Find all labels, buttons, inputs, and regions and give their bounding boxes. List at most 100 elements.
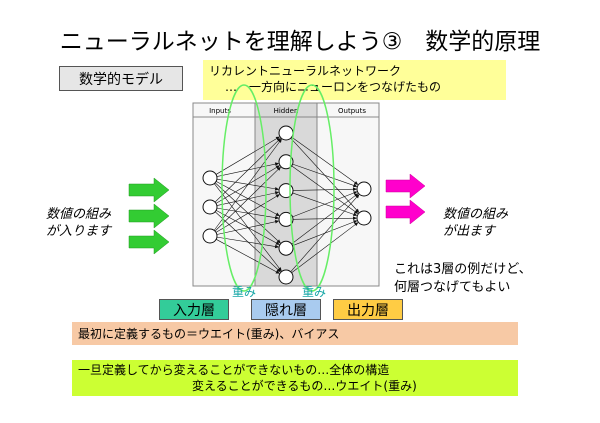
column-outputs-bg xyxy=(317,103,379,286)
network-edge-arrowhead xyxy=(275,270,280,274)
network-edge-arrowhead xyxy=(354,193,359,198)
output-node xyxy=(356,210,372,226)
network-edge xyxy=(215,137,279,175)
weight-ellipse-1 xyxy=(221,84,267,292)
output-description: 数値の組み が出ます xyxy=(443,207,509,239)
network-edge-arrowhead xyxy=(354,181,359,185)
network-edge xyxy=(216,178,278,190)
weight-ellipse-2 xyxy=(289,84,335,292)
network-edge xyxy=(291,194,358,245)
network-edges xyxy=(213,136,360,274)
definition-bar: 最初に定義するもの＝ウエイト(重み)、バイアス xyxy=(72,322,518,345)
network-edge xyxy=(291,136,357,184)
network-edge-arrowhead xyxy=(275,194,280,198)
network-edge xyxy=(216,210,279,245)
output-arrow-2 xyxy=(385,199,426,225)
model-label-box: 数学的モデル xyxy=(59,66,183,91)
network-edge xyxy=(216,236,278,248)
network-edge-arrowhead xyxy=(276,166,281,171)
example-note: これは3層の例だけど、 何層つなげてもよい xyxy=(394,262,532,295)
network-edge xyxy=(216,239,279,273)
hidden-node xyxy=(278,269,294,285)
column-header-inputs: Inputs xyxy=(209,107,231,115)
network-edge xyxy=(216,163,278,177)
output-node xyxy=(356,181,372,197)
network-edge-arrowhead xyxy=(353,220,358,224)
network-edge xyxy=(213,140,281,231)
note-line-2: … 一方向にニューロンをつなげたもの xyxy=(225,80,442,94)
input-node xyxy=(202,228,218,244)
network-edge xyxy=(216,207,278,219)
network-edge xyxy=(214,139,280,203)
network-edge-arrowhead xyxy=(275,136,280,141)
network-edge xyxy=(292,217,356,220)
column-header-outputs: Outputs xyxy=(338,107,366,115)
weight-label-1: 重み xyxy=(232,285,257,299)
hidden-node xyxy=(278,211,294,227)
network-edge xyxy=(214,211,280,272)
network-edge-arrowhead xyxy=(354,210,359,214)
structure-bar: 一旦定義してから変えることができないもの…全体の構造 変えることができるもの…ウ… xyxy=(72,360,518,396)
network-edge-arrowhead xyxy=(354,222,359,227)
hidden-node xyxy=(278,125,294,141)
hidden-layer-label: 隠れ層 xyxy=(251,299,321,320)
page-title: ニューラルネットを理解しよう③ 数学的原理 xyxy=(59,29,541,55)
network-edge-arrowhead xyxy=(275,165,280,169)
network-edge-arrowhead xyxy=(276,268,281,273)
network-edge xyxy=(292,220,356,246)
network-edge xyxy=(290,137,359,212)
output-arrow-1 xyxy=(385,173,426,199)
network-edge-arrowhead xyxy=(355,194,360,199)
network-edge-arrowhead xyxy=(355,208,360,213)
input-arrow-1 xyxy=(128,177,170,203)
network-edge-arrowhead xyxy=(274,191,280,195)
network-edge-arrowhead xyxy=(353,183,358,188)
network-edge xyxy=(291,223,358,274)
network-edge-arrowhead xyxy=(275,212,280,217)
network-edge-arrowhead xyxy=(353,212,358,217)
network-nodes xyxy=(202,125,372,285)
input-node xyxy=(202,199,218,215)
network-edge-arrowhead xyxy=(277,267,282,272)
network-edge-arrowhead xyxy=(352,187,358,192)
network-edge xyxy=(216,221,278,235)
network-edge xyxy=(214,182,280,243)
input-arrow-2 xyxy=(128,203,170,229)
structure-line-2: 変えることができるもの…ウエイト(重み) xyxy=(192,379,417,393)
network-edge xyxy=(215,194,279,233)
hidden-node xyxy=(278,183,294,199)
network-edge xyxy=(292,192,356,216)
network-edge xyxy=(290,195,359,272)
network-edge-arrowhead xyxy=(274,215,280,220)
output-layer-label: 出力層 xyxy=(333,299,403,320)
network-edge-arrowhead xyxy=(353,191,358,195)
note-line-1: リカレントニューラルネットワーク xyxy=(209,64,402,78)
weight-label-2: 重み xyxy=(302,285,327,299)
network-edge xyxy=(292,188,356,191)
network-edge-arrowhead xyxy=(278,138,282,143)
network-edge xyxy=(292,191,356,218)
input-node xyxy=(202,170,218,186)
hidden-node xyxy=(278,240,294,256)
network-edge xyxy=(291,165,357,213)
network-edge xyxy=(216,192,278,206)
network-edge xyxy=(214,167,280,232)
network-edge-arrowhead xyxy=(352,216,358,220)
input-layer-label: 入力層 xyxy=(159,299,229,320)
input-arrows xyxy=(128,177,170,255)
network-edge-arrowhead xyxy=(276,137,281,142)
network-edge xyxy=(215,166,279,204)
output-arrows xyxy=(385,173,426,225)
network-edge-arrowhead xyxy=(276,239,281,244)
network-edge-arrowhead xyxy=(274,187,280,191)
hidden-node xyxy=(278,154,294,170)
input-description: 数値の組み が入ります xyxy=(46,207,112,239)
column-header-hidden: Hidden xyxy=(274,107,299,115)
structure-line-1: 一旦定義してから変えることができないもの…全体の構造 xyxy=(78,363,390,377)
column-inputs-bg xyxy=(193,103,255,286)
network-edge-arrowhead xyxy=(275,241,280,245)
network-edge-arrowhead xyxy=(274,219,280,224)
network-edge-arrowhead xyxy=(274,162,280,166)
network-edge xyxy=(292,163,356,187)
